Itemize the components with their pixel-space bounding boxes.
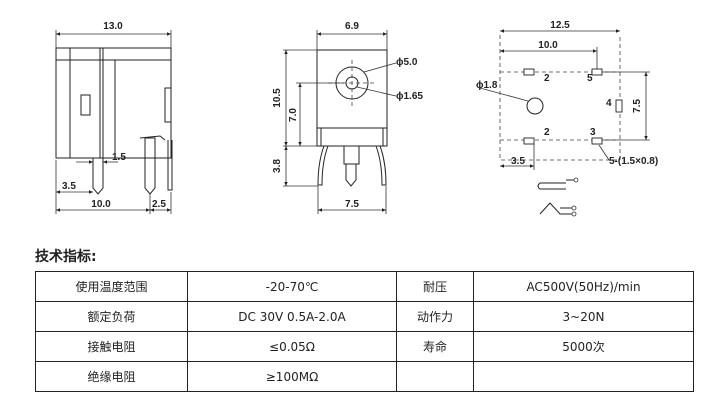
front-view: 6.9 ϕ5.0 ϕ1.65 10.5 7.0 3.8 bbox=[272, 21, 423, 214]
table-row: 接触电阻 ≤0.05Ω 寿命 5000次 bbox=[35, 331, 694, 362]
front-width-bottom-label: 7.5 bbox=[345, 199, 359, 210]
spec-value: ≥100MΩ bbox=[187, 361, 397, 392]
spec-label: 耐压 bbox=[396, 271, 474, 302]
specs-title: 技术指标: bbox=[35, 249, 97, 265]
pin-label-4: 4 bbox=[606, 98, 612, 109]
side-view: 13.0 1.5 3.5 10.0 2.5 bbox=[55, 21, 173, 214]
table-row: 额定负荷 DC 30V 0.5A-2.0A 动作力 3~20N bbox=[35, 301, 694, 332]
front-width-top-label: 6.9 bbox=[345, 21, 359, 32]
spec-label: 接触电阻 bbox=[35, 331, 188, 362]
front-hole-inner-label: ϕ1.65 bbox=[396, 91, 423, 102]
spec-value: AC500V(50Hz)/min bbox=[473, 271, 694, 302]
spec-value bbox=[473, 361, 694, 392]
pin-label-5: 5 bbox=[587, 73, 593, 84]
footprint-pin-hole-label: ϕ1.8 bbox=[476, 80, 498, 91]
footprint-pad-span-label: 10.0 bbox=[538, 40, 558, 51]
spec-label bbox=[396, 361, 474, 392]
spec-label: 使用温度范围 bbox=[35, 271, 188, 302]
side-width-total-label: 13.0 bbox=[103, 21, 123, 32]
spec-value: 5000次 bbox=[473, 331, 694, 362]
pin-label-3: 3 bbox=[590, 127, 596, 138]
footprint-pin-gap-label: 3.5 bbox=[511, 156, 525, 167]
pad-5 bbox=[591, 68, 603, 76]
pad-3 bbox=[591, 137, 603, 145]
front-hole-outer-label: ϕ5.0 bbox=[396, 57, 418, 68]
footprint-pad-height-label: 7.5 bbox=[632, 99, 643, 113]
footprint-width-total-label: 12.5 bbox=[550, 20, 570, 31]
pad-2-bottom bbox=[523, 137, 535, 145]
pad-2-top bbox=[523, 68, 535, 76]
front-height-center-label: 7.0 bbox=[288, 108, 299, 122]
front-height-total-label: 10.5 bbox=[272, 88, 283, 108]
spec-value: DC 30V 0.5A-2.0A bbox=[187, 301, 397, 332]
pad-4 bbox=[615, 99, 623, 113]
side-pin-offset-c-label: 2.5 bbox=[152, 199, 166, 210]
side-base-length-label: 10.0 bbox=[91, 199, 111, 210]
spec-label: 绝缘电阻 bbox=[35, 361, 188, 392]
side-pin-offset-b-label: 3.5 bbox=[62, 181, 76, 192]
spec-value: ≤0.05Ω bbox=[187, 331, 397, 362]
front-pin-length-label: 3.8 bbox=[272, 159, 283, 173]
spec-value: -20-70℃ bbox=[187, 271, 397, 302]
footprint-slot-note: 5-(1.5×0.8) bbox=[609, 156, 658, 167]
side-pin-offset-a-label: 1.5 bbox=[112, 152, 126, 163]
pin-label-2-bottom: 2 bbox=[544, 127, 550, 138]
table-row: 绝缘电阻 ≥100MΩ bbox=[35, 361, 694, 392]
technical-drawing: 13.0 1.5 3.5 10.0 2.5 bbox=[55, 20, 658, 217]
spec-label: 额定负荷 bbox=[35, 301, 188, 332]
spec-label: 动作力 bbox=[396, 301, 474, 332]
footprint-view: 12.5 10.0 2 5 4 2 3 ϕ1.8 7.5 3.5 5-(1.5×… bbox=[476, 20, 658, 217]
table-row: 使用温度范围 -20-70℃ 耐压 AC500V(50Hz)/min bbox=[35, 271, 694, 302]
spec-value: 3~20N bbox=[473, 301, 694, 332]
specs-table: 使用温度范围 -20-70℃ 耐压 AC500V(50Hz)/min 额定负荷 … bbox=[35, 271, 694, 392]
spec-label: 寿命 bbox=[396, 331, 474, 362]
pin-label-2-top: 2 bbox=[544, 73, 550, 84]
